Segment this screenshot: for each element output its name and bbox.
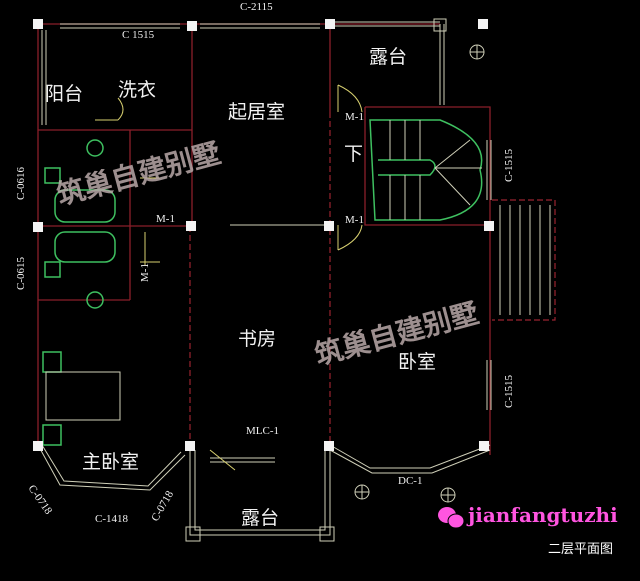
room-labels: 阳台 洗衣 起居室 露台 下 书房 卧室 主卧室 露台 [45,46,436,529]
stair-down-label: 下 [344,143,363,165]
plan-title: 二层平面图 [548,542,613,557]
watermark: 筑巢自建别墅 [53,136,224,211]
room-label-laundry: 洗衣 [118,79,156,101]
brand-text: jianfangtuzhi [466,503,618,527]
walls [37,21,556,536]
doors [95,84,363,471]
room-label-master-bedroom: 主卧室 [82,451,139,473]
wechat-icon [438,507,465,529]
bed [42,351,121,446]
tag-bedroom-window: C-1515 [503,375,515,409]
tag-living-door: M-1 [156,213,175,225]
tag-bay-window-center: C-1418 [95,513,129,525]
tag-top-window: C-2115 [240,1,273,13]
tag-stair-window: C-1515 [503,149,515,183]
tag-bath-window-1: C-0616 [15,167,27,201]
room-label-living-room: 起居室 [228,101,285,123]
tag-bay-window-east: DC-1 [398,475,422,487]
bathroom-fixtures [44,139,116,309]
brand: jianfangtuzhi [438,503,618,529]
tag-stair-door-bottom: M-1 [345,214,364,226]
stair [369,119,483,221]
tag-bath-door: M-1 [139,263,151,282]
room-label-bedroom: 卧室 [398,351,436,373]
room-label-terrace-north: 露台 [369,46,407,68]
tag-bay-window-right: C-0718 [149,488,176,523]
tag-sliding-door: MLC-1 [246,425,279,437]
tag-laundry-window: C 1515 [122,29,155,41]
room-label-terrace-south: 露台 [241,507,279,529]
room-label-study: 书房 [238,328,276,350]
columns [33,18,494,542]
tag-bay-window-left: C-0718 [26,483,55,517]
watermark: 筑巢自建别墅 [311,296,482,371]
tag-stair-door-top: M-1 [345,111,364,123]
room-label-balcony: 阳台 [45,83,83,105]
floor-drain-symbols [354,44,485,503]
tag-bath-window-2: C-0615 [15,257,27,291]
